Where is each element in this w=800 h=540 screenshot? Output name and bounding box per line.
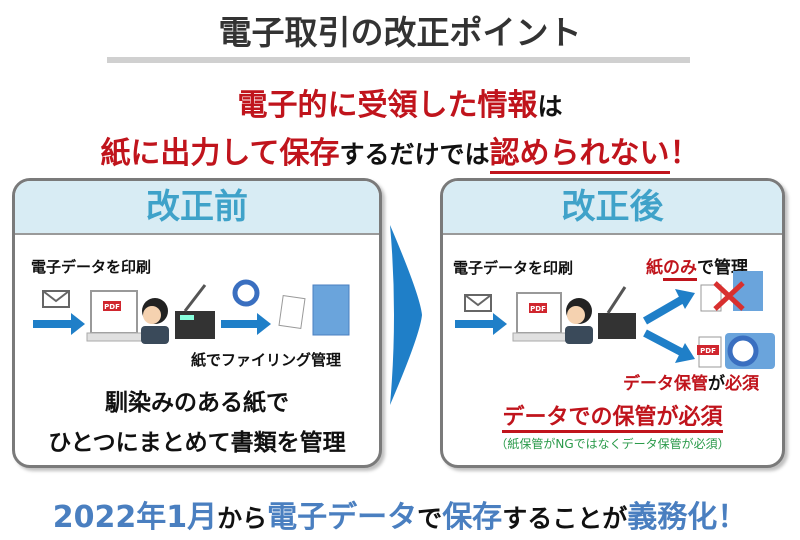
- before-desc-line1: 馴染みのある紙で: [105, 390, 289, 416]
- person-icon: [141, 298, 169, 344]
- page-title: 電子取引の改正ポイント: [218, 13, 582, 52]
- headline-line2: 紙に出力して保存するだけでは認められない！: [0, 128, 800, 174]
- after-main: データでの保管が必須: [443, 399, 782, 433]
- data-required-text: データ保管: [623, 374, 708, 394]
- arrow-icon: [642, 289, 695, 363]
- pdf-monitor-icon: PDF: [86, 290, 148, 342]
- after-panel: 改正後 電子データを印刷 紙のみで管理 PDF PDF データ保管が必須 データ…: [440, 178, 785, 468]
- before-header: 改正前: [15, 181, 379, 235]
- paper-only-text: のみ: [663, 258, 697, 281]
- printer-icon: [598, 286, 636, 339]
- arrow-icon: [33, 313, 85, 335]
- bottom-text: で: [417, 504, 443, 533]
- bottom-text: から: [217, 504, 268, 533]
- headline-text: 認められない: [489, 136, 670, 174]
- after-main-text: データでの保管が必須: [502, 405, 723, 433]
- after-note: （紙保管がNGではなくデータ保管が必須）: [495, 437, 730, 451]
- before-desc-line2: ひとつにまとめて書類を管理: [48, 430, 346, 456]
- bottom-text: 電子データ: [267, 500, 418, 535]
- after-illustration: PDF PDF: [455, 271, 775, 369]
- headline-text: は: [537, 92, 563, 121]
- pdf-label: PDF: [104, 303, 120, 311]
- bottom-text: 義務化！: [627, 500, 748, 535]
- headline-text: 電子的に受領した情報: [237, 88, 538, 123]
- data-required-label: データ保管が必須: [623, 369, 759, 394]
- after-header: 改正後: [443, 181, 782, 235]
- printer-icon: [175, 284, 215, 339]
- person-icon: [565, 298, 593, 344]
- print-label: 電子データを印刷: [453, 259, 574, 277]
- before-panel: 改正前 電子データを印刷 PDF 紙でファイリング管理 馴染みのある紙で ひとつ…: [12, 178, 382, 468]
- chevron-right-icon: [390, 225, 422, 405]
- pdf-label: PDF: [530, 305, 546, 313]
- data-required-text: が: [708, 374, 725, 394]
- arrow-icon: [221, 313, 271, 335]
- pdf-document-icon: PDF: [697, 336, 722, 368]
- headline-text: 紙に出力して保存: [100, 136, 340, 171]
- bottom-text: 保存: [442, 500, 503, 535]
- envelope-icon: [42, 290, 70, 308]
- headline-line1: 電子的に受領した情報は: [0, 80, 800, 124]
- circle-ok-icon: [232, 279, 260, 307]
- data-required-text: 必須: [725, 374, 759, 394]
- before-illustration: PDF: [33, 279, 350, 344]
- document-icon: [700, 284, 722, 312]
- filing-label: 紙でファイリング管理: [191, 351, 342, 369]
- bottom-message: 2022年1月から電子データで保存することが義務化！: [0, 492, 800, 536]
- folder-icon: [312, 284, 350, 336]
- arrow-icon: [455, 313, 507, 335]
- cross-icon: [713, 281, 745, 311]
- camera-icon: [725, 333, 775, 369]
- bottom-text: することが: [502, 504, 628, 533]
- envelope-icon: [464, 294, 492, 312]
- print-label: 電子データを印刷: [31, 258, 152, 276]
- document-icon: [278, 295, 306, 329]
- divider: [107, 57, 690, 63]
- pdf-monitor-icon: PDF: [512, 292, 572, 342]
- bottom-text: 2022年1月: [52, 500, 218, 535]
- headline-text: するだけでは: [339, 140, 490, 169]
- pdf-label: PDF: [700, 347, 716, 355]
- headline-text: ！: [669, 136, 700, 171]
- paper-only-text: 紙: [646, 258, 663, 278]
